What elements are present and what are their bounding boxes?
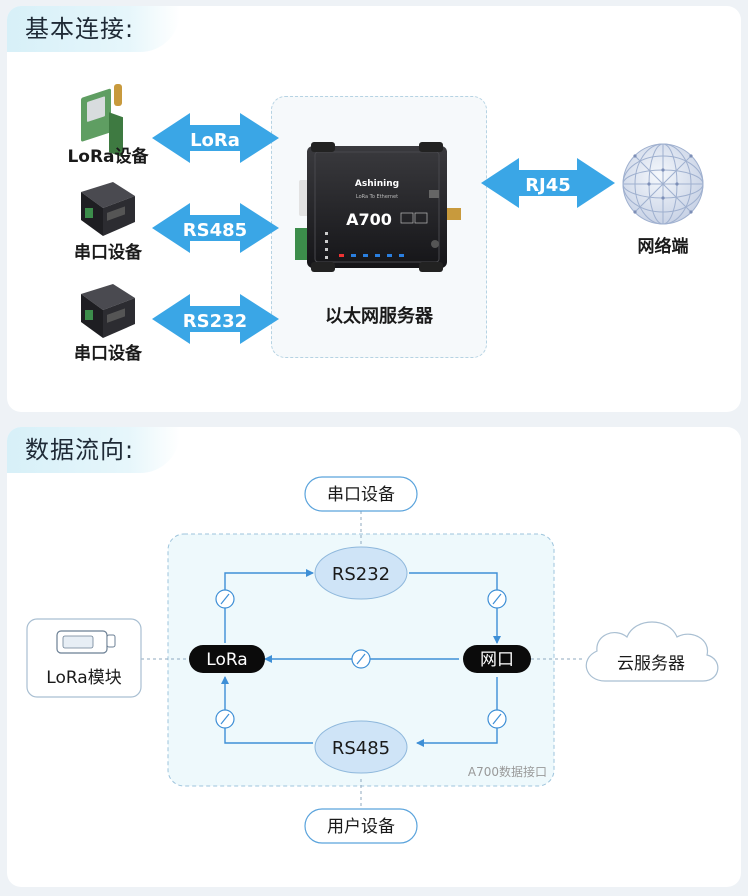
arrow-rs232-label: RS232 <box>183 311 247 332</box>
lora-node <box>189 645 265 673</box>
lora-module-icon <box>81 84 123 158</box>
server-caption: 以太网服务器 <box>325 306 433 327</box>
globe-icon <box>622 143 704 225</box>
network-label: 网络端 <box>637 237 689 257</box>
lora-label: LoRa <box>206 650 247 670</box>
wangkou-node <box>463 645 531 673</box>
rs232-label: RS232 <box>332 564 390 585</box>
cloud-icon <box>585 621 719 682</box>
flow-lora-to-rs232 <box>224 569 314 643</box>
bottom-node <box>304 808 418 844</box>
connection-diagram: LoRa RS485 RS232 Ashining LoRa To Ethern… <box>81 84 704 344</box>
lora-module-outline-icon <box>56 630 116 654</box>
top-node <box>304 476 418 512</box>
arrow-rj45: RJ45 <box>481 158 615 208</box>
section-title-basic-connection: 基本连接: <box>7 6 181 52</box>
device-label-serial-1: 串口设备 <box>74 243 142 263</box>
arrow-rj45-label: RJ45 <box>525 175 571 196</box>
left-node-label: LoRa模块 <box>46 668 121 688</box>
rs485-label: RS485 <box>332 738 390 759</box>
rs232-node <box>314 546 408 600</box>
data-flow-diagram: A700数据接口 <box>26 476 719 844</box>
data-flow-panel: 数据流向: A700数据接口 <box>7 427 741 887</box>
device-label-serial-2: 串口设备 <box>74 344 142 364</box>
arrow-rs485-label: RS485 <box>183 220 247 241</box>
arrow-lora-label: LoRa <box>190 130 240 151</box>
flow-wangkou-to-rs485 <box>416 677 498 747</box>
basic-connection-panel: 基本连接: <box>7 6 741 412</box>
wangkou-label: 网口 <box>480 650 514 670</box>
ethernet-server-device: Ashining LoRa To Ethernet A700 <box>295 142 461 272</box>
server-subtitle: LoRa To Ethernet <box>356 194 398 200</box>
right-node-label: 云服务器 <box>617 654 685 674</box>
section-title-data-flow: 数据流向: <box>7 427 181 473</box>
top-node-label: 串口设备 <box>327 485 395 505</box>
server-model: A700 <box>346 210 392 229</box>
arrow-lora: LoRa <box>152 113 279 163</box>
bottom-node-label: 用户设备 <box>327 817 395 837</box>
a700-interface-label: A700数据接口 <box>468 764 547 779</box>
flow-rs232-to-wangkou <box>409 572 501 644</box>
arrow-rs485: RS485 <box>152 203 279 253</box>
rs485-node <box>314 720 408 774</box>
serial-device-icon <box>81 182 135 236</box>
flow-rs485-to-lora <box>221 676 313 744</box>
serial-device-icon <box>81 284 135 338</box>
server-brand: Ashining <box>355 179 399 189</box>
device-label-lora: LoRa设备 <box>67 147 149 167</box>
arrow-rs232: RS232 <box>152 294 279 344</box>
